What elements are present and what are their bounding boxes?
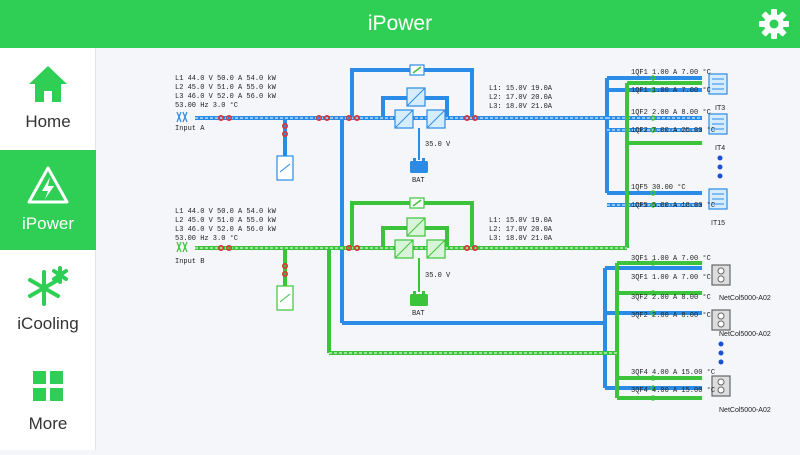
ups-a-output-readings: L1: 15.0V 19.0A L2: 17.0V 20.0A L3: 18.0… (489, 85, 553, 111)
branch-3qf2-a: 3QF2 2.00 A 8.00 °C (631, 293, 711, 302)
it-cabinet-icon[interactable] (708, 113, 728, 135)
input-b-line-2: L2 45.0 V 51.0 A 55.0 kW (175, 217, 277, 225)
ups-a-out-l2: L2: 17.0V 20.0A (489, 94, 553, 102)
battery-b-icon (410, 291, 428, 306)
top-bar: iPower (0, 0, 800, 48)
netcol-more-dots (718, 341, 724, 365)
ups-b-rectifier (406, 217, 426, 237)
spd-b-module (276, 285, 294, 311)
grid-icon (33, 371, 63, 401)
bypass-switch-a (409, 64, 425, 76)
blue-branch-readings: 1QF1 1.00 A 7.00 °C 1QF1 1.00 A 7.00 °C … (631, 68, 715, 210)
gear-icon[interactable] (758, 8, 790, 40)
ups-a-out-l1: L1: 15.0V 19.0A (489, 85, 553, 93)
netcol-unit-icon[interactable] (711, 375, 731, 397)
netcol-unit-icon[interactable] (711, 309, 731, 331)
nav-ipower-label: iPower (22, 214, 74, 233)
home-icon (29, 66, 67, 102)
bus-b-lines (195, 81, 702, 400)
input-b-readings: L1 44.0 V 50.0 A 54.0 kW L2 45.0 V 51.0 … (175, 208, 277, 266)
input-b-source-icon (176, 241, 188, 253)
nav-home-label: Home (25, 112, 71, 131)
power-warning-icon (27, 166, 69, 204)
ups-b-out-l3: L3: 18.0V 21.0A (489, 235, 553, 243)
input-b-line-4: 53.00 Hz 3.0 °C (175, 234, 238, 243)
it-more-dots (717, 155, 723, 179)
branch-1qf1-b: 1QF1 1.00 A 7.00 °C (631, 86, 711, 95)
battery-b-label: BAT (412, 310, 425, 318)
netcol-label-1: NetCol5000-A02 (719, 295, 771, 302)
branch-3qf2-b: 3QF2 2.00 A 8.00 °C (631, 311, 711, 320)
page-title: iPower (367, 12, 433, 35)
sidebar: Home iPower iCooling (0, 48, 96, 450)
input-b-label: Input B (175, 258, 204, 266)
input-b-line-1: L1 44.0 V 50.0 A 54.0 kW (175, 208, 277, 216)
nav-more-label: More (28, 414, 68, 433)
branch-3qf1-b: 3QF1 1.00 A 7.00 °C (631, 273, 711, 282)
breakers (218, 115, 478, 278)
ups-b-output-readings: L1: 15.0V 19.0A L2: 17.0V 20.0A L3: 18.0… (489, 217, 553, 243)
battery-a-label: BAT (412, 177, 425, 185)
battery-b-voltage: 35.0 V (425, 272, 451, 280)
it-label-it4: IT4 (715, 145, 725, 152)
nav-icooling-label: iCooling (17, 314, 79, 333)
power-diagram-panel: L1 44.0 V 50.0 A 54.0 kW L2 45.0 V 51.0 … (97, 48, 800, 450)
it-cabinet-icon[interactable] (708, 188, 728, 210)
input-a-line-4: 53.00 Hz 3.0 °C (175, 101, 238, 110)
branch-1qf2-b: 1QF2 7.00 A 25.00 °C (631, 126, 715, 135)
ups-a-inverter-1 (394, 109, 414, 129)
input-a-readings: L1 44.0 V 50.0 A 54.0 kW L2 45.0 V 51.0 … (175, 75, 277, 133)
ups-a-rectifier (406, 87, 426, 107)
nav-home[interactable]: Home (0, 48, 96, 148)
nav-ipower[interactable]: iPower (0, 150, 96, 250)
branch-3qf1-a: 3QF1 1.00 A 7.00 °C (631, 254, 711, 263)
input-a-source-icon (176, 111, 188, 123)
netcol-label-2: NetCol5000-A02 (719, 331, 771, 338)
battery-a-voltage: 35.0 V (425, 141, 451, 149)
it-label-it3: IT3 (715, 105, 725, 112)
input-a-line-1: L1 44.0 V 50.0 A 54.0 kW (175, 75, 277, 83)
branch-1qf1-a: 1QF1 1.00 A 7.00 °C (631, 68, 711, 77)
input-b-line-3: L3 46.0 V 52.0 A 56.0 kW (175, 226, 277, 234)
ups-b-out-l1: L1: 15.0V 19.0A (489, 217, 553, 225)
it-cabinet-icon[interactable] (708, 73, 728, 95)
branch-switches (650, 75, 656, 401)
branch-1qf5-b: 1QF5 6.00 A 18.00 °C (631, 201, 715, 210)
input-a-line-3: L3 46.0 V 52.0 A 56.0 kW (175, 93, 277, 101)
ups-b-inverter-1 (394, 239, 414, 259)
netcol-label-3: NetCol5000-A02 (719, 407, 771, 414)
branch-1qf2-a: 1QF2 2.00 A 8.00 °C (631, 108, 711, 117)
netcol-labels: NetCol5000-A02 NetCol5000-A02 NetCol5000… (719, 295, 771, 414)
input-a-line-2: L2 45.0 V 51.0 A 55.0 kW (175, 84, 277, 92)
ups-b-out-l2: L2: 17.0V 20.0A (489, 226, 553, 234)
power-one-line-diagram: L1 44.0 V 50.0 A 54.0 kW L2 45.0 V 51.0 … (175, 64, 771, 414)
ups-a-inverter-2 (426, 109, 446, 129)
ups-a-out-l3: L3: 18.0V 21.0A (489, 103, 553, 111)
netcol-unit-icon[interactable] (711, 264, 731, 286)
input-a-label: Input A (175, 125, 205, 133)
green-branch-readings: 3QF1 1.00 A 7.00 °C 3QF1 1.00 A 7.00 °C … (631, 254, 715, 395)
snowflake-icon (28, 266, 68, 306)
it-label-it15: IT15 (711, 220, 725, 227)
bypass-switch-b (409, 197, 425, 209)
branch-3qf4-a: 3QF4 4.00 A 15.00 °C (631, 368, 715, 377)
branch-3qf4-b: 3QF4 4.00 A 15.00 °C (631, 386, 715, 395)
ups-b-inverter-2 (426, 239, 446, 259)
nav-more[interactable]: More (0, 350, 96, 450)
spd-a-module (276, 155, 294, 181)
nav-icooling[interactable]: iCooling (0, 250, 96, 350)
battery-a-icon (410, 158, 428, 173)
branch-1qf5-a: 1QF5 30.00 °C (631, 183, 686, 192)
it-labels: IT3 IT4 IT15 (711, 105, 725, 227)
